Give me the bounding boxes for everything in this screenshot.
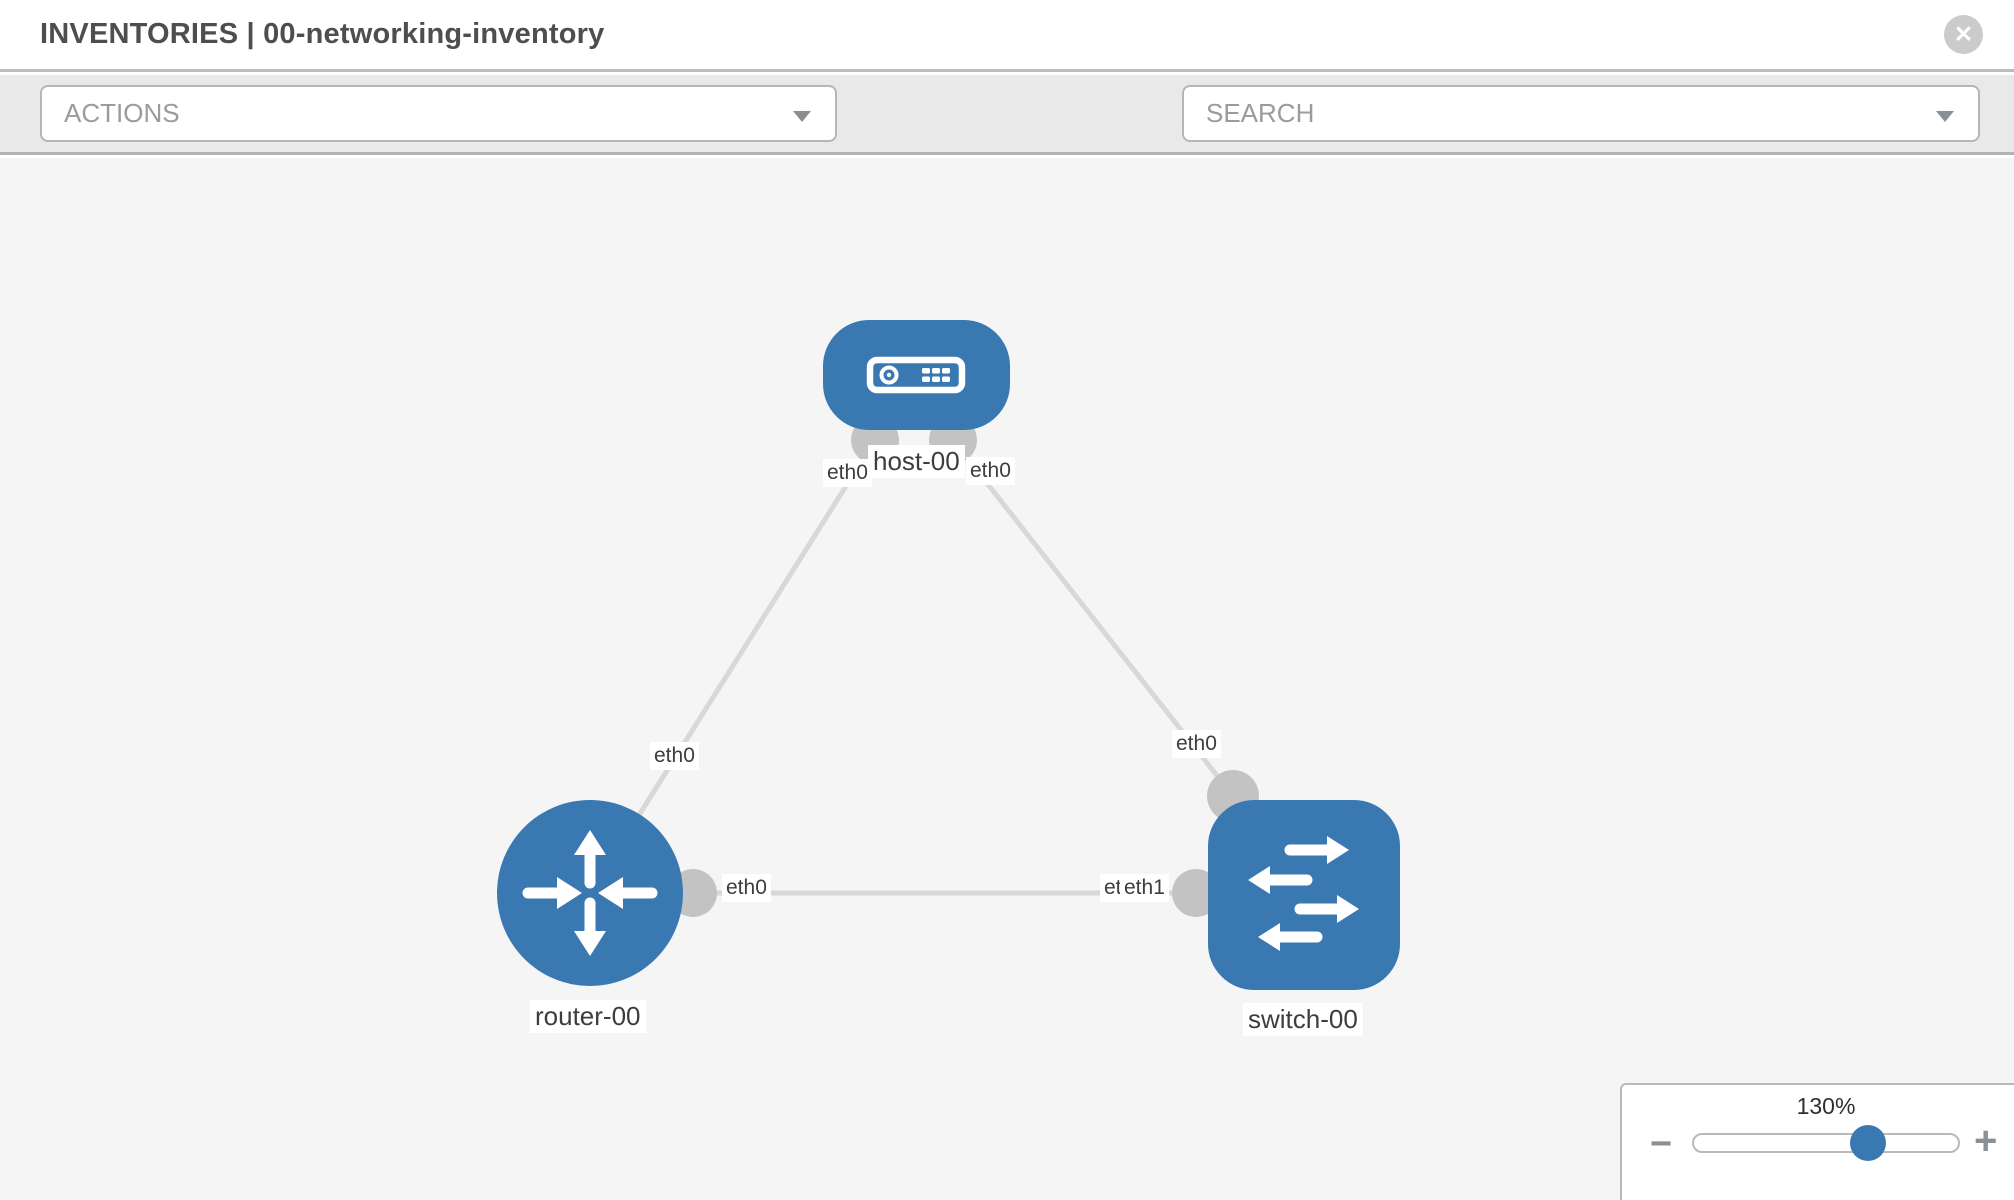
zoom-out-button[interactable]: − (1650, 1123, 1673, 1165)
switch-icon (1248, 836, 1359, 951)
node-label-switch: switch-00 (1243, 1003, 1363, 1036)
router-icon (522, 830, 658, 956)
zoom-slider-thumb[interactable] (1850, 1125, 1886, 1161)
chevron-down-icon (1936, 111, 1954, 122)
actions-dropdown-label: ACTIONS (64, 98, 180, 128)
actions-dropdown[interactable]: ACTIONS (40, 85, 837, 142)
page-title: INVENTORIES | 00-networking-inventory (40, 18, 605, 50)
zoom-slider[interactable] (1692, 1125, 1960, 1161)
search-dropdown-label: SEARCH (1206, 98, 1315, 128)
link-endpoints (669, 416, 1259, 917)
iface-label-router-eth0-link: eth0 (650, 742, 699, 770)
node-router[interactable] (497, 800, 683, 986)
toolbar: ACTIONS SEARCH (0, 75, 2014, 208)
iface-label-switch-eth0-top: eth0 (1172, 730, 1221, 758)
zoom-in-button[interactable]: + (1974, 1119, 1998, 1163)
links (587, 438, 1235, 896)
host-icon (866, 356, 966, 394)
iface-label-host-eth0-left: eth0 (823, 459, 872, 487)
zoom-panel: 130% − + (1620, 1083, 2014, 1200)
search-dropdown[interactable]: SEARCH (1182, 85, 1980, 142)
node-host[interactable] (823, 320, 1010, 430)
node-switch[interactable] (1208, 800, 1400, 990)
topology-graph (497, 320, 1400, 990)
iface-label-switch-eth1: eth1 (1120, 874, 1169, 902)
header: INVENTORIES | 00-networking-inventory ✕ (0, 0, 2014, 72)
topology-canvas[interactable]: host-00 router-00 switch-00 eth0 eth0 et… (0, 158, 2014, 1200)
iface-label-router-eth0-mid: eth0 (722, 874, 771, 902)
chevron-down-icon (793, 111, 811, 122)
close-button[interactable]: ✕ (1944, 15, 1983, 54)
close-icon: ✕ (1953, 21, 1974, 47)
zoom-percentage: 130% (1796, 1093, 1856, 1119)
node-label-host: host-00 (868, 445, 965, 478)
node-label-router: router-00 (530, 1000, 646, 1033)
iface-label-host-eth0-right: eth0 (966, 457, 1015, 485)
